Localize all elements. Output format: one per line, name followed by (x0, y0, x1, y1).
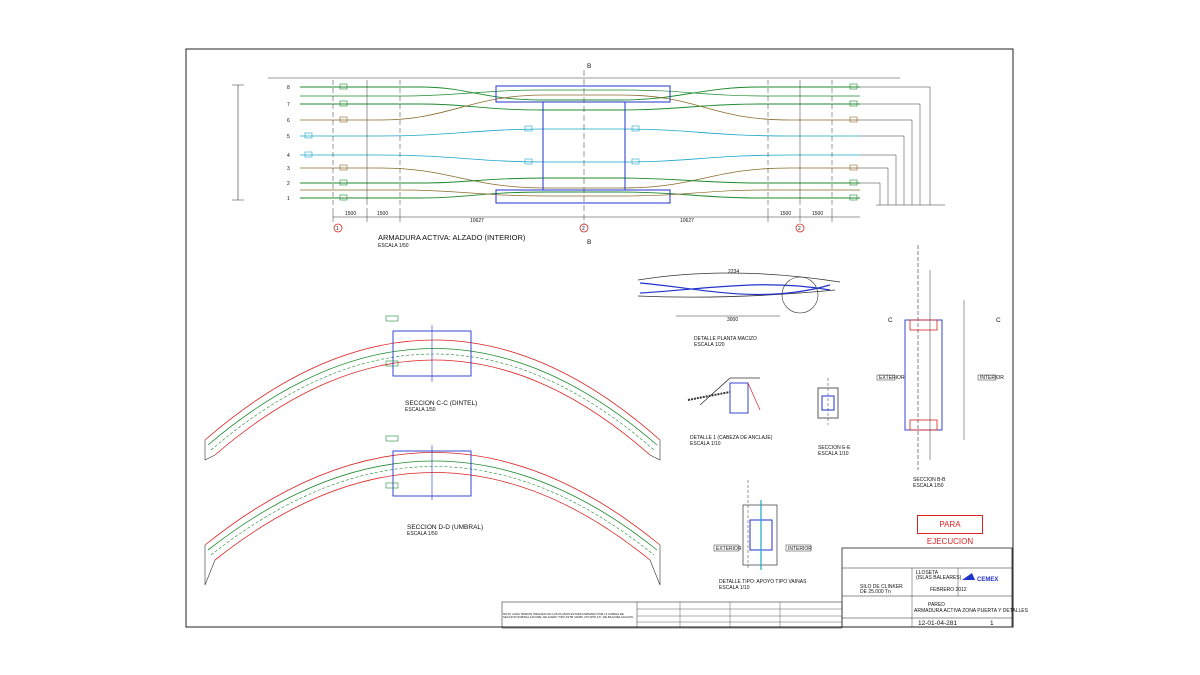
detail-support: EXTERIOR INTERIOR (713, 480, 812, 570)
detail-1-title: DETALLE 1 (CABEZA DE ANCLAJE) (690, 435, 773, 441)
interior-label-bb: INTERIOR (980, 375, 1004, 381)
interior-label-support: INTERIOR (788, 546, 812, 552)
tendon-1: 1 (287, 196, 290, 202)
cut-c-right: C (996, 317, 1001, 324)
section-dd (204, 435, 661, 586)
section-cc-scale: ESCALA 1/50 (405, 407, 436, 413)
tendon-number-column: 8 7 6 5 4 3 2 1 (287, 85, 290, 202)
elevation-scale: ESCALA 1/50 (378, 243, 409, 249)
section-cc-title: SECCION C-C (DINTEL) (405, 400, 477, 407)
dim-3000: 3000 (727, 317, 738, 323)
tendon-7: 7 (287, 102, 290, 108)
location-line-2: (ISLAS BALEARES) (916, 575, 962, 581)
section-bb-scale: ESCALA 1/50 (913, 483, 944, 489)
tendon-lines (300, 86, 860, 199)
detail-plan-block: 3000 2234 (637, 269, 841, 323)
revision: 1 (990, 620, 994, 627)
section-cc (204, 315, 661, 461)
tendon-4: 4 (287, 153, 290, 159)
sheet-border (185, 48, 1014, 628)
dim-1500c: 1500 (780, 211, 791, 217)
exterior-label-support: EXTERIOR (716, 546, 742, 552)
section-dd-scale: ESCALA 1/50 (407, 531, 438, 537)
section-ee-scale: ESCALA 1/10 (818, 451, 849, 457)
drawing-number: 12-01-04-281 (918, 620, 957, 627)
tendon-8: 8 (287, 85, 290, 91)
detail-support-title: DETALLE TIPO: APOYO TIPO VAINAS (719, 579, 807, 585)
axis-1: 1 (336, 226, 339, 232)
elevation-view: 1500 1500 10627 10627 1500 1500 1 2 2 B … (232, 63, 945, 246)
title-block: CEMEX SILO DE CLINKER DE 25.000 Tn LLOSE… (841, 547, 1029, 628)
tendon-2: 2 (287, 181, 290, 187)
section-bb: EXTERIOR INTERIOR C C (876, 245, 1004, 470)
dim-1500d: 1500 (812, 211, 823, 217)
dim-1500b: 1500 (377, 211, 388, 217)
for-execution-stamp: PARA EJECUCION (917, 515, 983, 546)
tendon-5: 5 (287, 134, 290, 140)
section-ee-title: SECCION E-E (818, 445, 851, 451)
sheet-line-1: PARED (928, 602, 945, 608)
detail-plan-title: DETALLE PLANTA MACIZO (694, 336, 757, 342)
location-line-1: LLOSETA (916, 570, 939, 576)
elevation-title: ARMADURA ACTIVA: ALZADO (INTERIOR) (378, 233, 526, 242)
cut-c-left: C (888, 317, 893, 324)
exterior-label-bb: EXTERIOR (879, 375, 905, 381)
detail-1 (687, 377, 761, 414)
tendon-6: 6 (287, 118, 290, 124)
dim-2234: 2234 (728, 269, 739, 275)
tendon-3: 3 (287, 166, 290, 172)
general-note: NOTA: CADA TENDON INDICADO EN LOS PLANOS… (503, 613, 634, 620)
project-line-2: DE 25.000 Tn (860, 589, 891, 595)
section-dd-title: SECCION D-D (UMBRAL) (407, 524, 483, 531)
detail-1-scale: ESCALA 1/10 (690, 441, 721, 447)
dim-10627b: 10627 (680, 218, 694, 224)
detail-plan-scale: ESCALA 1/20 (694, 342, 725, 348)
dim-10627a: 10627 (470, 218, 484, 224)
detail-support-scale: ESCALA 1/10 (719, 585, 750, 591)
cut-b-top: B (587, 63, 591, 70)
dim-1500a: 1500 (345, 211, 356, 217)
axis-2a: 2 (582, 226, 585, 232)
section-ee (817, 378, 839, 425)
cut-b-bottom: B (587, 239, 591, 246)
sheet-line-2: ARMADURA ACTIVA ZONA PUERTA Y DETALLES (914, 608, 1029, 614)
date: FEBRERO 2012 (930, 587, 967, 593)
project-line-1: SILO DE CLINKER (860, 584, 903, 590)
client-logo: CEMEX (977, 577, 998, 583)
section-bb-title: SECCION B-B (913, 477, 946, 483)
axis-2b: 2 (798, 226, 801, 232)
